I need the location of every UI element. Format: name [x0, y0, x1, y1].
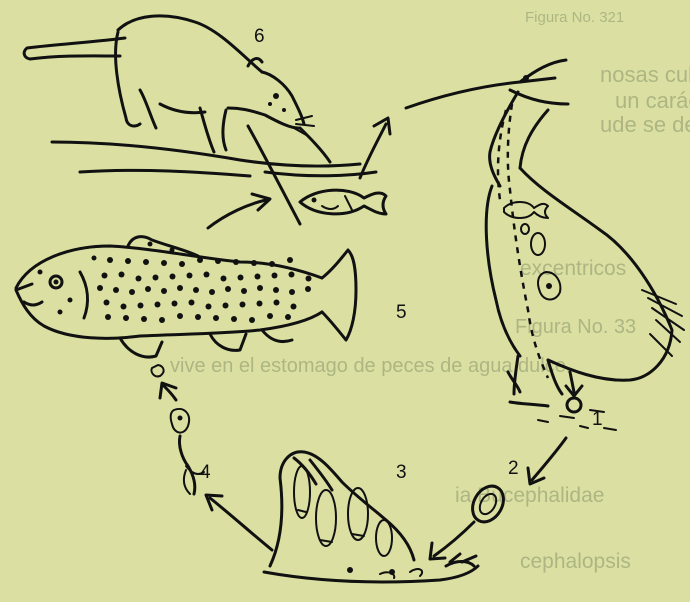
fish-spot — [209, 289, 215, 295]
arrow-egg-to-water — [528, 438, 566, 484]
fish-spot — [233, 259, 239, 265]
arrow-cercaria-to-fish — [160, 383, 176, 400]
fish-spot — [197, 257, 203, 263]
fish-spot — [213, 315, 219, 321]
fish-spot — [204, 272, 210, 278]
fish-spot — [274, 300, 280, 306]
bleed-line-5: excentricos — [520, 257, 626, 280]
fish-spot — [240, 302, 246, 308]
fish-spot — [215, 258, 221, 264]
stage-label-3: 3 — [396, 462, 407, 483]
fish-spot — [221, 276, 227, 282]
fish-spot — [170, 248, 175, 253]
fish-spot — [225, 286, 231, 292]
fish-spot — [223, 303, 229, 309]
bleed-through-text: Figura No. 321 nosas cubiertas, testícul… — [170, 9, 690, 573]
fish-spot — [129, 289, 135, 295]
fish-spot — [105, 314, 111, 320]
bleed-line-9: cephalopsis — [520, 550, 631, 573]
fish-spot — [58, 310, 63, 315]
fish-spot — [92, 256, 97, 261]
fish-spot — [289, 289, 295, 295]
fish-spot — [257, 285, 263, 291]
fish-spot — [155, 302, 161, 308]
fish-spot — [125, 258, 131, 264]
fish-spot — [138, 303, 144, 309]
fish-spot — [241, 288, 247, 294]
fish-spot — [285, 314, 291, 320]
bleed-line-4: ude se desarrolla en el intestino delgad… — [600, 112, 690, 137]
fish-spot — [141, 316, 147, 322]
bleed-line-1: Figura No. 321 — [525, 9, 624, 26]
fish-spot — [179, 261, 185, 267]
fish-spot — [145, 286, 151, 292]
cercaria-illustration — [151, 365, 204, 494]
snail-host-illustration — [264, 452, 478, 582]
fish-spot — [257, 301, 263, 307]
fish-spot — [136, 276, 142, 282]
fish-spot — [104, 300, 110, 306]
fish-spot — [153, 275, 159, 281]
fish-spot — [161, 260, 167, 266]
fish-spot — [38, 270, 43, 275]
fish-spot — [206, 304, 212, 310]
fish-spot — [121, 304, 127, 310]
fish-spot — [177, 313, 183, 319]
stage-label-2: 2 — [508, 458, 519, 479]
fish-spot — [305, 286, 311, 292]
fish-spot — [195, 314, 201, 320]
fish-spot — [113, 287, 119, 293]
fish-spot — [291, 304, 297, 310]
bleed-line-2: nosas cubiertas, testículos en estos o — [600, 62, 690, 87]
fish-spot — [189, 300, 195, 306]
bleed-line-3: un carácter de glándulas ... largo — [615, 88, 690, 113]
fish-spot — [255, 274, 261, 280]
mammal-host-illustration — [24, 16, 386, 214]
fish-spot — [102, 273, 108, 279]
fish-spot — [159, 317, 165, 323]
fish-spot — [287, 257, 293, 263]
stage-label-4: 4 — [200, 462, 211, 483]
fish-spot — [289, 272, 295, 278]
arrow-fish-to-mammal — [208, 194, 270, 228]
fish-spot — [119, 272, 125, 278]
fish-spot — [272, 273, 278, 279]
fish-spot — [238, 275, 244, 281]
bleed-line-7: vive en el estomago de peces de agua dul… — [170, 355, 571, 377]
fish-spot — [193, 287, 199, 293]
arrow-to-heron — [360, 118, 390, 178]
fish-spot — [97, 285, 103, 291]
fish-spot — [187, 273, 193, 279]
fish-spot — [123, 315, 129, 321]
fish-spot — [231, 316, 237, 322]
fish-spot — [249, 317, 255, 323]
fish-spot — [107, 257, 113, 263]
arrow-to-snail — [430, 522, 474, 559]
fish-spot — [143, 259, 149, 265]
fish-spot — [269, 261, 275, 267]
fish-spot — [148, 242, 153, 247]
fish-spot — [267, 313, 273, 319]
fish-spot — [68, 298, 73, 303]
fish-host-illustration — [16, 237, 356, 357]
fish-spot — [273, 287, 279, 293]
stage-label-1: 1 — [592, 409, 603, 430]
fish-spot — [170, 274, 176, 280]
arrow-snail-to-cercaria — [206, 495, 272, 550]
fish-spot — [251, 260, 257, 266]
stage-label-5: 5 — [396, 302, 407, 323]
fish-spot — [177, 285, 183, 291]
fish-spot — [161, 288, 167, 294]
stage-label-6: 6 — [254, 26, 265, 47]
fish-spot — [172, 301, 178, 307]
fish-spot — [306, 276, 312, 282]
